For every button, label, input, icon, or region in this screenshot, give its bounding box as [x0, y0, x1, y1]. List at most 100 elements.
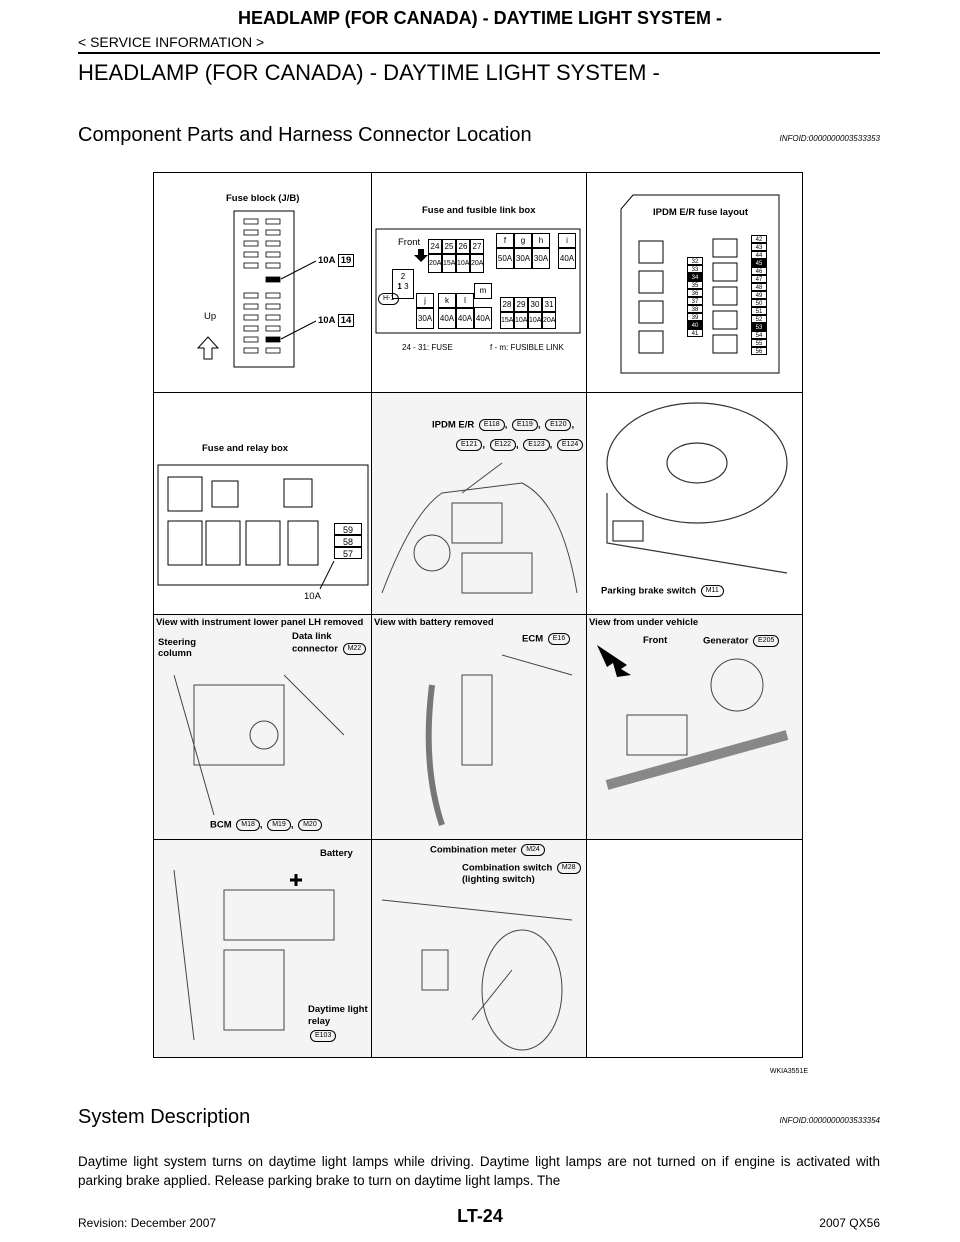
fusible-amp: 30A: [514, 247, 532, 269]
ipdm-fuse-num: 35: [687, 281, 703, 289]
figure-code: WKIA3551E: [769, 1068, 808, 1075]
ipdm-fuse-num: 36: [687, 289, 703, 297]
ecm-label: ECM E16: [522, 633, 571, 645]
datalink-connector-label: connector M22: [292, 643, 367, 655]
fuse-num: 31: [542, 297, 556, 313]
fusible-amp: 50A: [496, 247, 514, 269]
relay-label: relay: [308, 1016, 331, 1027]
ipdm-fuse-num: 55: [751, 339, 767, 347]
dashboard-sketch: [381, 899, 573, 1051]
datalink-label: Data link: [292, 631, 332, 642]
combination-switch-label: Combination switch M28: [462, 862, 581, 874]
instrument-sketch: [173, 674, 345, 816]
fuse-19-label: 10A 19: [318, 254, 355, 267]
fusible-amp: 40A: [438, 307, 456, 329]
fuse-note: 24 - 31: FUSE: [402, 343, 453, 352]
side-num: 1: [397, 282, 402, 291]
relay-box-panel: Fuse and relay box 59 58 57 10A: [154, 393, 372, 615]
page-number: LT-24: [457, 1206, 503, 1226]
ipdm-fuse-num: 37: [687, 297, 703, 305]
ipdm-fuse-num: 51: [751, 307, 767, 315]
fusible-amp: 40A: [474, 307, 492, 329]
fusible-letter: j: [416, 293, 434, 309]
generator-label: Generator E205: [703, 635, 780, 647]
ipdm-outline: [620, 194, 780, 374]
fuse-num: 25: [442, 239, 456, 255]
fusible-title: Fuse and fusible link box: [422, 205, 536, 216]
relay-fuse-num: 59: [334, 523, 362, 535]
relay-connector: E103: [308, 1030, 337, 1042]
ipdm-fuse-num: 52: [751, 315, 767, 323]
fusible-amp: 30A: [416, 307, 434, 329]
fusible-letter: g: [514, 233, 532, 249]
fuse-num: 24: [428, 239, 442, 255]
steering-wheel-sketch: [606, 402, 788, 574]
relay-amp-label: 10A: [304, 591, 321, 602]
section-title: HEADLAMP (FOR CANADA) - DAYTIME LIGHT SY…: [78, 60, 660, 85]
ipdm-fuse-num: 38: [687, 305, 703, 313]
under-front-label: Front: [643, 635, 668, 646]
fuse-amp: 20A: [542, 311, 556, 329]
battery-removed-panel: View with battery removed ECM E16: [372, 615, 587, 840]
ipdm-fuse-num: 39: [687, 313, 703, 321]
ipdm-fuse-num: 45: [751, 259, 767, 267]
ipdm-conns-2: E121, E122, E123, E124: [454, 439, 584, 451]
generator-sketch: [597, 645, 789, 790]
fusible-amp: 40A: [558, 247, 576, 269]
column-label: column: [158, 648, 192, 659]
ipdm-label: IPDM E/R E118, E119, E120,: [432, 419, 575, 431]
fuse-14-label: 10A 14: [318, 314, 355, 327]
fusible-link-panel: Fuse and fusible link box Front 24 25 26…: [372, 173, 587, 393]
fusible-letter: l: [456, 293, 474, 309]
daytime-relay-label: Daytime light: [308, 1004, 368, 1015]
up-label: Up: [204, 311, 217, 322]
ipdm-fuse-num: 54: [751, 331, 767, 339]
under-vehicle-panel: View from under vehicle Front Generator …: [587, 615, 802, 840]
ipdm-layout-title: IPDM E/R fuse layout: [653, 207, 749, 218]
side-num: 2: [400, 272, 406, 281]
breadcrumb: < SERVICE INFORMATION >: [78, 34, 265, 50]
front-label: Front: [398, 237, 421, 248]
relay-fuse-num: 57: [334, 547, 362, 559]
battery-panel: Battery Daytime light relay E103: [154, 840, 372, 1057]
parking-brake-label: Parking brake switch M11: [601, 585, 724, 597]
fuse-amp: 20A: [470, 253, 484, 273]
relay-box-title: Fuse and relay box: [202, 443, 289, 454]
ipdm-fuse-num: 47: [751, 275, 767, 283]
fusible-box-outline: [375, 228, 581, 334]
ipdm-fuse-num: 43: [751, 243, 767, 251]
empty-panel: [587, 840, 802, 1057]
ipdm-fuse-num: 50: [751, 299, 767, 307]
combination-meter-panel: Combination meter M24 Combination switch…: [372, 840, 587, 1057]
fuse-block-title: Fuse block (J/B): [226, 193, 300, 204]
steering-label: Steering: [158, 637, 197, 648]
ipdm-fuse-num: 41: [687, 329, 703, 337]
revision: Revision: December 2007: [78, 1216, 217, 1230]
system-description: Daytime light system turns on daytime li…: [78, 1154, 880, 1188]
system-heading: System Description: [78, 1106, 251, 1128]
ipdm-fuse-num: 40: [687, 321, 703, 329]
fusible-letter: k: [438, 293, 456, 309]
fusible-letter: f: [496, 233, 514, 249]
component-location-figure: Fuse block (J/B) 10A 19 10A 14: [153, 172, 803, 1058]
fusible-note: f - m: FUSIBLE LINK: [490, 343, 564, 352]
battery-label: Battery: [320, 848, 353, 859]
battery-removed-title: View with battery removed: [374, 617, 494, 628]
system-infoid: INFOID:0000000003533354: [779, 1116, 880, 1125]
h1-connector: H-1: [376, 293, 400, 305]
ipdm-fuse-num: 32: [687, 257, 703, 265]
ipdm-fuse-num: 53: [751, 323, 767, 331]
ipdm-fuse-num: 48: [751, 283, 767, 291]
ipdm-fuse-num: 46: [751, 267, 767, 275]
parking-brake-panel: Parking brake switch M11: [587, 393, 802, 615]
fuse-amp: 10A: [514, 311, 528, 329]
ipdm-fuse-num: 34: [687, 273, 703, 281]
combination-meter-label: Combination meter M24: [430, 844, 545, 856]
ipdm-fuse-num: 42: [751, 235, 767, 243]
fuse-block-panel: Fuse block (J/B) 10A 19 10A 14: [154, 173, 372, 393]
lighting-switch-label: (lighting switch): [462, 874, 535, 885]
fuse-amp: 15A: [500, 311, 514, 329]
